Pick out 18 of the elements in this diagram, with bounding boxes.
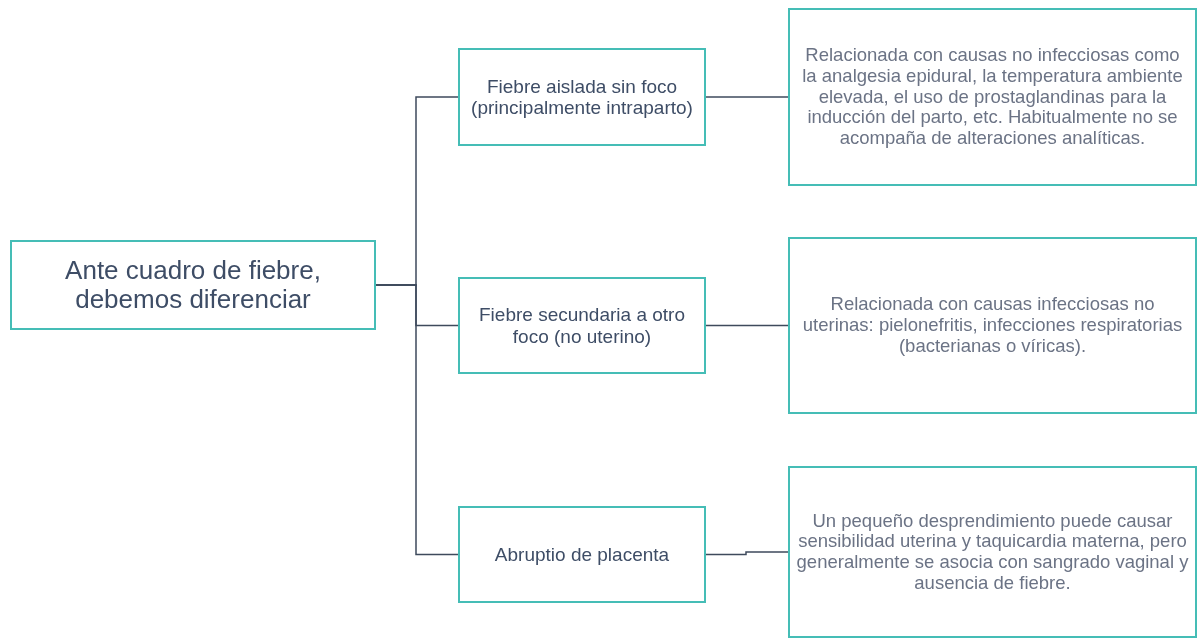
connector-line xyxy=(705,96,789,98)
connector-line xyxy=(705,551,789,556)
box-text: Fiebre secundaria a otro foco (no uterino) xyxy=(478,304,686,347)
box-text: Fiebre aislada sin foco (principalmente intraparto) xyxy=(470,75,694,119)
text-box xyxy=(10,240,376,330)
box-text: Relacionada con causas infecciosas no uterinas: pielonefritis, infecciones respiratorias (bacterianas o víricas). xyxy=(801,294,1184,357)
text-box xyxy=(458,48,706,146)
text-box xyxy=(788,8,1197,186)
text-box xyxy=(458,506,706,603)
box-text: Relacionada con causas no infecciosas como la analgesia epidural, la temperatura ambiente elevada, el uso de prostaglandinas para la inducción del parto, etc. Habitualmente no se acompaña de alteraciones analíticas. xyxy=(801,45,1184,149)
text-box xyxy=(458,277,706,374)
text-box xyxy=(788,237,1197,414)
box-text: Abruptio de placenta xyxy=(494,543,670,566)
text-box xyxy=(788,466,1197,638)
box-text: Ante cuadro de fiebre, debemos diferenciar xyxy=(64,255,322,315)
connector-line xyxy=(375,284,459,556)
box-text: Un pequeño desprendimiento puede causar sensibilidad uterina y taquicardia materna, pero generalmente se asocia con sangrado vaginal y ausencia de fiebre. xyxy=(796,510,1189,594)
connector-line xyxy=(705,324,789,327)
